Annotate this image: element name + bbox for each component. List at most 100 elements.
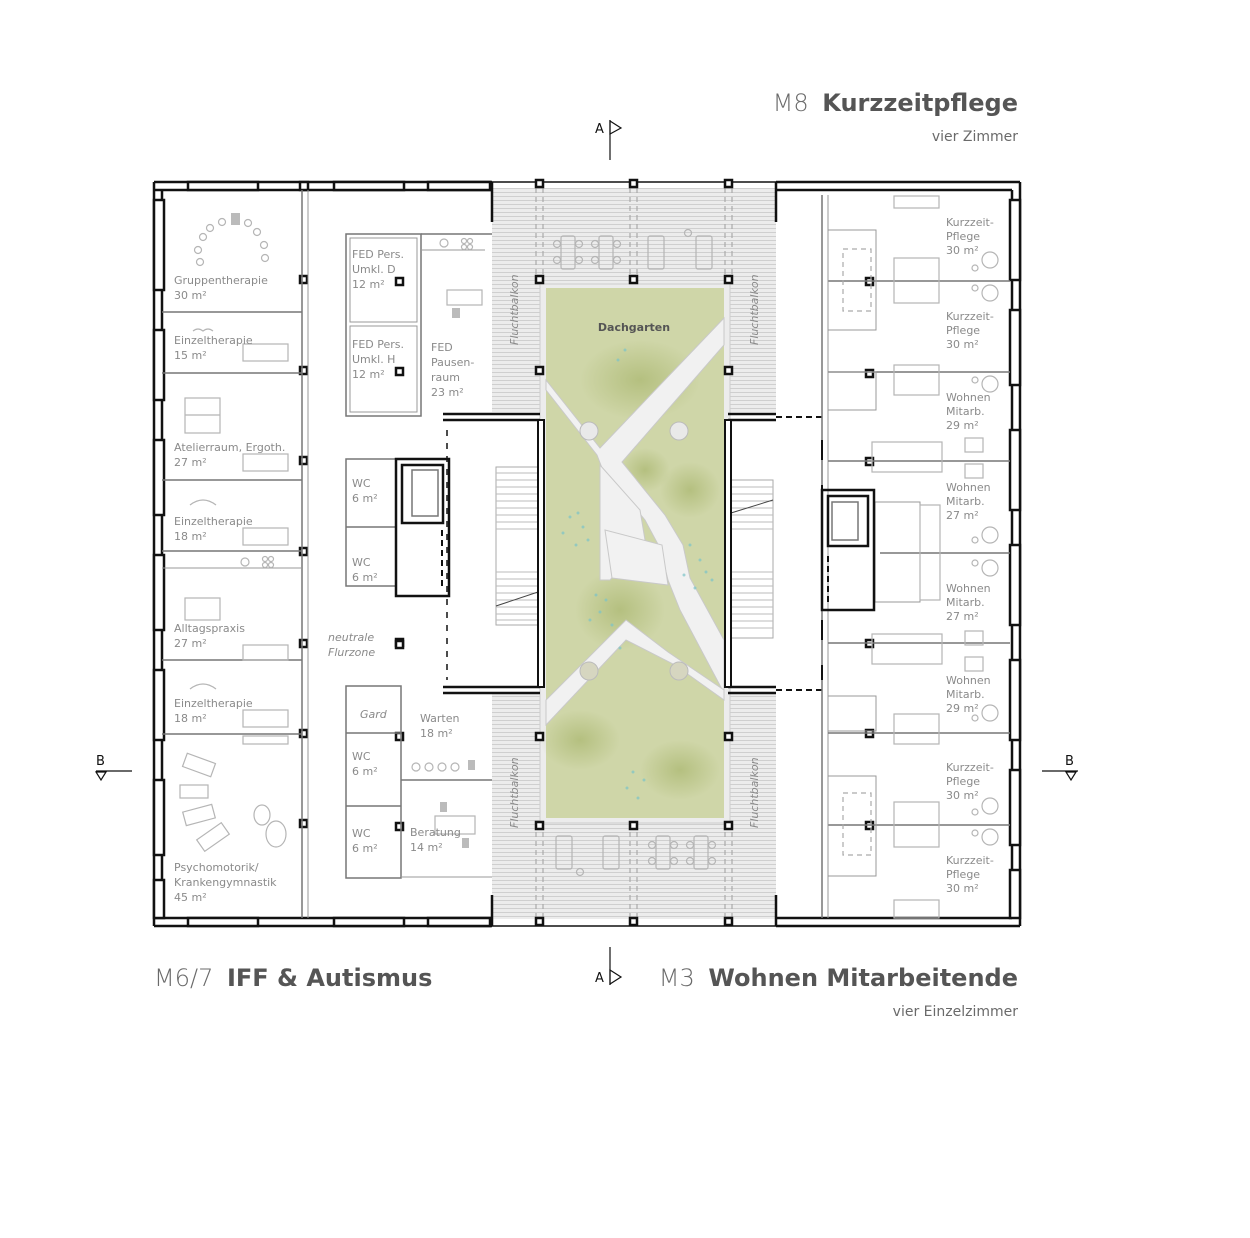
room-area: 27 m² — [174, 637, 207, 650]
svg-text:Mitarb.: Mitarb. — [946, 688, 985, 701]
title-m8-sub: vier Zimmer — [932, 129, 1018, 145]
svg-text:Pflege: Pflege — [946, 230, 980, 243]
room-name: Einzeltherapie — [174, 697, 253, 710]
svg-text:FED Pers.: FED Pers. — [352, 248, 404, 261]
stair-left — [495, 466, 539, 626]
section-marker-b-left: B — [94, 754, 132, 782]
svg-text:Pflege: Pflege — [946, 868, 980, 881]
svg-text:M3 Wohnen Mitarbeitende: M3 Wohnen Mitarbeitende — [659, 964, 1018, 992]
svg-text:Flurzone: Flurzone — [328, 646, 375, 659]
svg-text:Warten: Warten — [420, 712, 460, 725]
title-m3-sub: vier Einzelzimmer — [893, 1004, 1019, 1020]
roof-garden: Dachgarten — [539, 283, 731, 824]
svg-text:30 m²: 30 m² — [946, 882, 979, 895]
room-name: Einzeltherapie — [174, 334, 253, 347]
garden-label: Dachgarten — [598, 321, 670, 334]
right-wing: Kurzzeit- Pflege 30 m² Kurzzeit- Pflege … — [820, 195, 1010, 919]
svg-text:12 m²: 12 m² — [352, 278, 385, 291]
room-name: Alltagspraxis — [174, 622, 245, 635]
svg-text:Pflege: Pflege — [946, 324, 980, 337]
room-area: 27 m² — [174, 456, 207, 469]
svg-text:23 m²: 23 m² — [431, 386, 464, 399]
gym-mats — [179, 752, 287, 853]
center-left: FED Pers. Umkl. D 12 m² FED Pers. Umkl. … — [328, 233, 822, 879]
flag-icon — [609, 119, 623, 136]
svg-text:WC: WC — [352, 827, 371, 840]
balcony-label: Fluchtbalkon — [508, 757, 521, 828]
balcony-label: Fluchtbalkon — [748, 274, 761, 345]
svg-text:29 m²: 29 m² — [946, 702, 979, 715]
title-m8-code: M8 — [773, 89, 809, 117]
title-m3-code: M3 — [659, 964, 695, 992]
section-marker-a-top: A — [595, 119, 623, 160]
svg-text:M6/7 IFF & Autismus: M6/7 IFF & Autismus — [154, 964, 432, 992]
flag-icon — [609, 968, 623, 986]
room-area: 30 m² — [174, 289, 207, 302]
triangle-icon — [94, 771, 108, 782]
svg-text:6 m²: 6 m² — [352, 571, 378, 584]
room-name: Krankengymnastik — [174, 876, 277, 889]
triangle-icon — [1064, 771, 1078, 782]
title-m8-name: Kurzzeitpflege — [822, 89, 1018, 117]
svg-text:30 m²: 30 m² — [946, 789, 979, 802]
left-wing: Gruppentherapie 30 m² Einzeltherapie 15 … — [162, 190, 309, 918]
room-name: Einzeltherapie — [174, 515, 253, 528]
svg-text:WC: WC — [352, 477, 371, 490]
svg-text:FED Pers.: FED Pers. — [352, 338, 404, 351]
svg-text:27 m²: 27 m² — [946, 509, 979, 522]
svg-text:14 m²: 14 m² — [410, 841, 443, 854]
svg-text:6 m²: 6 m² — [352, 492, 378, 505]
stair-right — [730, 479, 774, 639]
svg-text:18 m²: 18 m² — [420, 727, 453, 740]
svg-text:FED: FED — [431, 341, 453, 354]
balcony-label: Fluchtbalkon — [748, 757, 761, 828]
waiting-chairs — [411, 760, 475, 772]
svg-text:30 m²: 30 m² — [946, 244, 979, 257]
svg-text:Kurzzeit-: Kurzzeit- — [946, 761, 994, 774]
room-name: Gruppentherapie — [174, 274, 268, 287]
svg-text:WC: WC — [352, 556, 371, 569]
room-area: 18 m² — [174, 712, 207, 725]
svg-text:B: B — [96, 754, 105, 769]
svg-text:B: B — [1065, 754, 1074, 769]
svg-text:Kurzzeit-: Kurzzeit- — [946, 216, 994, 229]
title-m67-name: IFF & Autismus — [227, 964, 432, 992]
columns — [298, 178, 875, 927]
svg-text:Mitarb.: Mitarb. — [946, 596, 985, 609]
armchairs — [971, 251, 999, 846]
svg-text:Gard: Gard — [360, 708, 388, 721]
svg-text:Pausen-: Pausen- — [431, 356, 474, 369]
balcony-label: Fluchtbalkon — [508, 274, 521, 345]
svg-text:Kurzzeit-: Kurzzeit- — [946, 310, 994, 323]
deck-furniture-top — [552, 228, 713, 270]
svg-text:6 m²: 6 m² — [352, 842, 378, 855]
room-name: Psychomotorik/ — [174, 861, 259, 874]
svg-text:12 m²: 12 m² — [352, 368, 385, 381]
deck-furniture-bottom — [555, 835, 717, 877]
svg-text:WC: WC — [352, 750, 371, 763]
title-m67-code: M6/7 — [154, 964, 213, 992]
svg-text:Umkl. D: Umkl. D — [352, 263, 396, 276]
section-marker-a-bottom: A — [595, 947, 623, 986]
svg-text:Mitarb.: Mitarb. — [946, 405, 985, 418]
svg-text:Umkl. H: Umkl. H — [352, 353, 395, 366]
svg-text:neutrale: neutrale — [328, 631, 374, 644]
svg-text:Wohnen: Wohnen — [946, 481, 991, 494]
section-marker-b-right: B — [1042, 754, 1078, 782]
svg-text:A: A — [595, 122, 604, 137]
chairs-arc — [193, 213, 270, 267]
svg-text:27 m²: 27 m² — [946, 610, 979, 623]
svg-text:30 m²: 30 m² — [946, 338, 979, 351]
title-m67: M6/7 IFF & Autismus — [154, 964, 432, 992]
title-m3-name: Wohnen Mitarbeitende — [708, 964, 1018, 992]
title-m8: M8 Kurzzeitpflege vier Zimmer — [773, 89, 1019, 145]
svg-text:Kurzzeit-: Kurzzeit- — [946, 854, 994, 867]
svg-text:Beratung: Beratung — [410, 826, 461, 839]
svg-text:Mitarb.: Mitarb. — [946, 495, 985, 508]
svg-text:6 m²: 6 m² — [352, 765, 378, 778]
room-area: 45 m² — [174, 891, 207, 904]
title-m3: M3 Wohnen Mitarbeitende vier Einzelzimme… — [659, 964, 1018, 1020]
room-area: 15 m² — [174, 349, 207, 362]
courtyard-decks: Fluchtbalkon Fluchtbalkon Fluchtbalkon F… — [492, 188, 776, 919]
